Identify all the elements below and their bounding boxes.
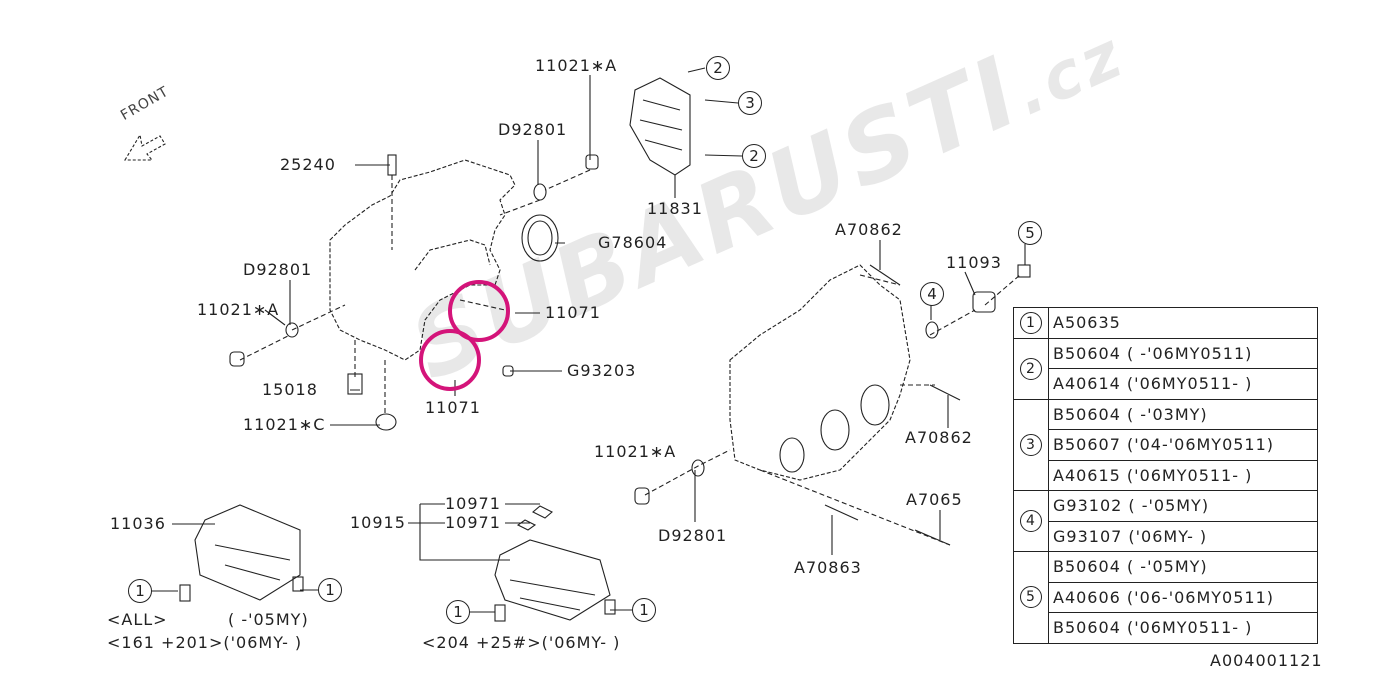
part-label: G93203 [567, 361, 637, 380]
highlight-circle-11071-lower [419, 329, 481, 391]
callout-1: 1 [128, 579, 152, 603]
callout-2: 2 [742, 144, 766, 168]
table-row: 4 G93102 ( -'05MY) [1013, 490, 1318, 552]
cover-11831 [629, 77, 691, 176]
part-cell: B50607 ('04-'06MY0511) [1048, 429, 1318, 461]
part-cell: A40615 ('06MY0511- ) [1048, 459, 1318, 491]
variant-note: <ALL> [107, 610, 168, 629]
ref-circle: 3 [1020, 433, 1042, 456]
part-label: G78604 [598, 233, 668, 252]
reference-parts-table: 1 A50635 2 B50604 ( -'06MY0511) A40614 ('0… [1013, 307, 1318, 644]
part-cell: G93102 ( -'05MY) [1048, 490, 1318, 522]
part-label: 10971 [445, 513, 501, 532]
part-label: A70862 [905, 428, 973, 447]
part-label: D92801 [243, 260, 313, 279]
part-label: D92801 [658, 526, 728, 545]
bearing-cap-10915 [494, 539, 611, 621]
part-label: 11021∗C [243, 415, 326, 434]
table-row: 5 B50604 ( -'05MY) [1013, 551, 1318, 644]
part-cell: G93107 ('06MY- ) [1048, 520, 1318, 552]
part-cell: A50635 [1048, 307, 1318, 339]
variant-note: <204 +25#>('06MY- ) [422, 633, 621, 652]
callout-5: 5 [1018, 221, 1042, 245]
callout-1: 1 [632, 598, 656, 622]
variant-note: ( -'05MY) [228, 610, 309, 629]
callout-3: 3 [738, 91, 762, 115]
table-row: 1 A50635 [1013, 307, 1318, 339]
table-row: G93107 ('06MY- ) [1014, 520, 1318, 552]
part-label: A70862 [835, 220, 903, 239]
ref-circle: 1 [1020, 311, 1042, 334]
part-label: 25240 [280, 155, 336, 174]
part-label: 11021∗A [197, 300, 280, 319]
table-row: A40614 ('06MY0511- ) [1014, 368, 1318, 400]
part-label: D92801 [498, 120, 568, 139]
variant-note: <161 +201>('06MY- ) [107, 633, 303, 652]
ref-circle: 2 [1020, 357, 1042, 380]
part-label: 15018 [262, 380, 318, 399]
bearing-cap-11036 [194, 504, 301, 601]
part-label: 11021∗A [535, 56, 618, 75]
table-row: 3 B50604 ( -'03MY) [1013, 398, 1318, 491]
table-row: 2 B50604 ( -'06MY0511) [1013, 337, 1318, 400]
ref-circle: 4 [1020, 510, 1042, 532]
highlight-circle-11071-upper [448, 280, 510, 342]
part-label: 11036 [110, 514, 166, 533]
part-cell: A40614 ('06MY0511- ) [1048, 368, 1318, 400]
right-case-half [729, 264, 911, 481]
table-row: B50607 ('04-'06MY0511) [1014, 429, 1318, 461]
part-cell: B50604 ('06MY0511- ) [1048, 612, 1318, 644]
part-label: 10971 [445, 494, 501, 513]
part-label: 11071 [545, 303, 601, 322]
front-arrow-icon [124, 133, 166, 161]
part-label: A7065 [906, 490, 963, 509]
ref-circle: 5 [1020, 586, 1042, 609]
callout-1: 1 [318, 578, 342, 602]
figure-id: A004001121 [1210, 651, 1323, 670]
part-cell: B50604 ( -'06MY0511) [1048, 337, 1318, 369]
part-label: 11021∗A [594, 442, 677, 461]
part-label: 11831 [647, 199, 703, 218]
part-label: 11071 [425, 398, 481, 417]
part-cell: A40606 ('06-'06MY0511) [1048, 581, 1318, 613]
left-case-half [329, 159, 516, 361]
callout-1: 1 [446, 600, 470, 624]
part-label: 11093 [946, 253, 1002, 272]
table-row: A40615 ('06MY0511- ) [1014, 459, 1318, 491]
part-cell: B50604 ( -'05MY) [1048, 551, 1318, 583]
part-label: A70863 [794, 558, 862, 577]
part-cell: B50604 ( -'03MY) [1048, 398, 1318, 430]
table-row: A40606 ('06-'06MY0511) [1014, 581, 1318, 613]
oil-seal [521, 214, 559, 262]
callout-4: 4 [920, 282, 944, 306]
table-row: B50604 ('06MY0511- ) [1014, 612, 1318, 644]
callout-2: 2 [706, 56, 730, 80]
part-label: 10915 [350, 513, 406, 532]
